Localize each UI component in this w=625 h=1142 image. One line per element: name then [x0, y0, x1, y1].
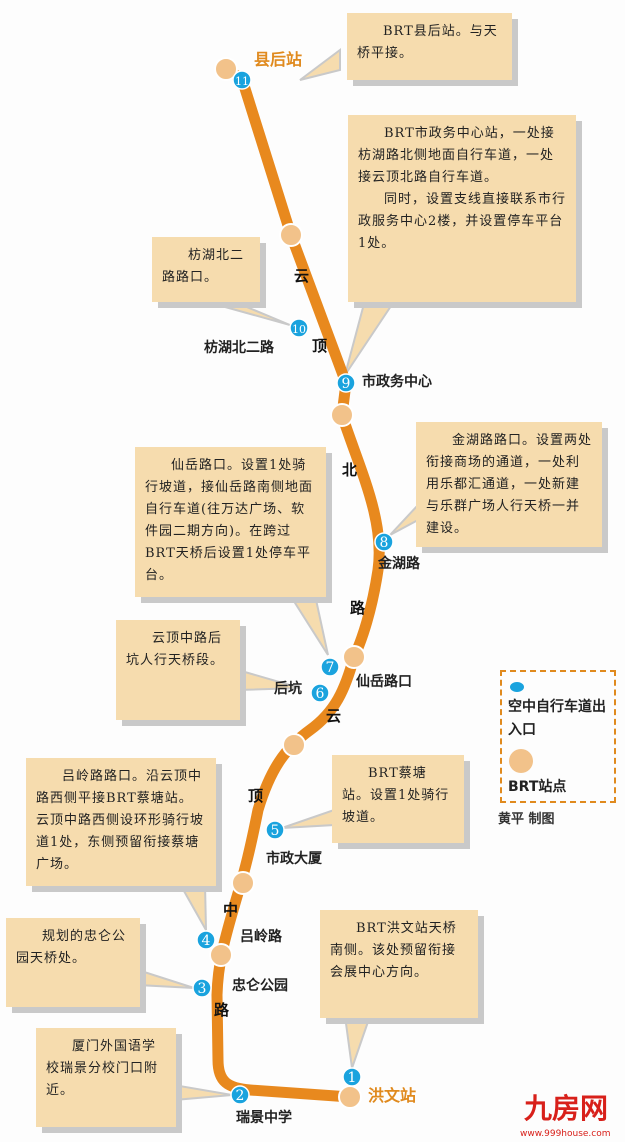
watermark-url: www.999house.com	[520, 1129, 611, 1139]
brt-stop-marker	[209, 943, 233, 967]
brt-stop-marker	[282, 733, 306, 757]
callout-pointer	[281, 808, 335, 829]
callout-xianhou: BRT县后站。与天桥平接。	[347, 13, 512, 80]
station-label-3: 忠仑公园	[232, 978, 288, 994]
callout-zhonglun: 规划的忠仑公园天桥处。	[6, 918, 140, 1007]
exit-number: 3	[198, 981, 207, 997]
exit-number: 5	[271, 823, 280, 839]
exit-number: 9	[342, 376, 351, 392]
callout-pointer	[199, 299, 291, 326]
station-label-2: 瑞景中学	[236, 1110, 292, 1126]
station-label-5: 市政大厦	[266, 851, 322, 867]
legend-stop-label: BRT站点	[508, 779, 567, 795]
callout-pointer	[343, 1015, 372, 1069]
station-label-7: 仙岳路口	[356, 674, 412, 690]
terminal-label-south: 洪文站	[368, 1086, 417, 1105]
exit-legend-icon	[510, 682, 524, 692]
callout-pointer	[288, 594, 329, 656]
station-label-6: 后坑	[274, 681, 302, 697]
callout-jinhu: 金湖路路口。设置两处衔接商场的通道，一处利用乐都汇通道，一处新建与乐群广场人行天…	[416, 422, 602, 547]
station-label-8: 金湖路	[378, 556, 420, 572]
callout-xianyue: 仙岳路口。设置1处骑行坡道，接仙岳路南侧地面自行车道(往万达广场、软件园二期方向…	[135, 447, 326, 597]
callout-fanghu-north-2nd: 枋湖北二路路口。	[152, 237, 260, 302]
legend-exit-label: 空中自行车道出入口	[508, 699, 606, 738]
road-char: 路	[350, 599, 366, 617]
road-char: 北	[342, 461, 358, 479]
brt-stop-marker	[330, 403, 354, 427]
bike-lane-exit-4: 4	[196, 930, 216, 950]
callout-lvling: 吕岭路路口。沿云顶中路西侧平接BRT蔡塘站。云顶中路西侧设环形骑行坡道1处，东侧…	[26, 758, 216, 886]
road-char: 顶	[312, 337, 328, 355]
bike-lane-exit-6: 6	[310, 683, 330, 703]
bike-lane-exit-7: 7	[320, 657, 340, 677]
road-char: 路	[214, 1001, 230, 1019]
road-char: 云	[294, 267, 310, 285]
callout-government-center: BRT市政务中心站，一处接枋湖路北侧地面自行车道，一处接云顶北路自行车道。同时，…	[348, 115, 576, 302]
callout-pointer	[178, 883, 207, 931]
brt-stop-marker	[231, 871, 255, 895]
callout-xiamen-foreign-language-school: 厦门外国语学校瑞景分校门口附近。	[36, 1028, 176, 1127]
bike-lane-exit-11: 11	[232, 70, 252, 90]
station-label-9: 市政务中心	[362, 374, 432, 390]
callout-hongwen: BRT洪文站天桥南侧。该处预留衔接会展中心方向。	[320, 910, 478, 1018]
brt-stop-marker	[214, 57, 238, 81]
exit-number: 11	[235, 75, 249, 88]
bike-lane-exit-10: 10	[289, 318, 309, 338]
bike-lane-exit-3: 3	[192, 978, 212, 998]
brt-stop-marker	[342, 645, 366, 669]
callout-pointer	[299, 48, 341, 81]
callout-pointer	[344, 299, 397, 376]
bike-lane-exit-8: 8	[374, 532, 394, 552]
bike-lane-exit-9: 9	[336, 373, 356, 393]
callout-caitang: BRT蔡塘站。设置1处骑行坡道。	[332, 755, 464, 843]
brt-stop-marker	[279, 223, 303, 247]
legend: 空中自行车道出入口 BRT站点	[500, 670, 616, 803]
road-char: 中	[223, 901, 239, 919]
exit-number: 4	[202, 933, 211, 949]
map-credit: 黄平 制图	[498, 812, 555, 827]
callout-houkeng: 云顶中路后坑人行天桥段。	[116, 620, 240, 720]
bike-lane-exit-2: 2	[230, 1085, 250, 1105]
brt-stop-marker	[338, 1085, 362, 1109]
brt-stop-legend-icon	[509, 749, 533, 773]
road-char: 顶	[248, 787, 264, 805]
station-label-4: 吕岭路	[240, 929, 282, 945]
bike-lane-exit-5: 5	[265, 820, 285, 840]
exit-number: 2	[236, 1088, 245, 1104]
bike-lane-exit-1: 1	[342, 1067, 362, 1087]
exit-number: 8	[380, 535, 389, 551]
station-label-10: 枋湖北二路	[204, 340, 274, 356]
exit-number: 6	[316, 686, 325, 702]
exit-number: 10	[292, 323, 306, 336]
callout-pointer	[389, 502, 419, 536]
road-char: 云	[326, 707, 342, 725]
watermark-logo: 九房网	[524, 1092, 609, 1125]
callout-pointer	[137, 968, 195, 989]
exit-number: 7	[326, 660, 335, 676]
terminal-label-north: 县后站	[254, 50, 303, 69]
exit-number: 1	[348, 1070, 357, 1086]
